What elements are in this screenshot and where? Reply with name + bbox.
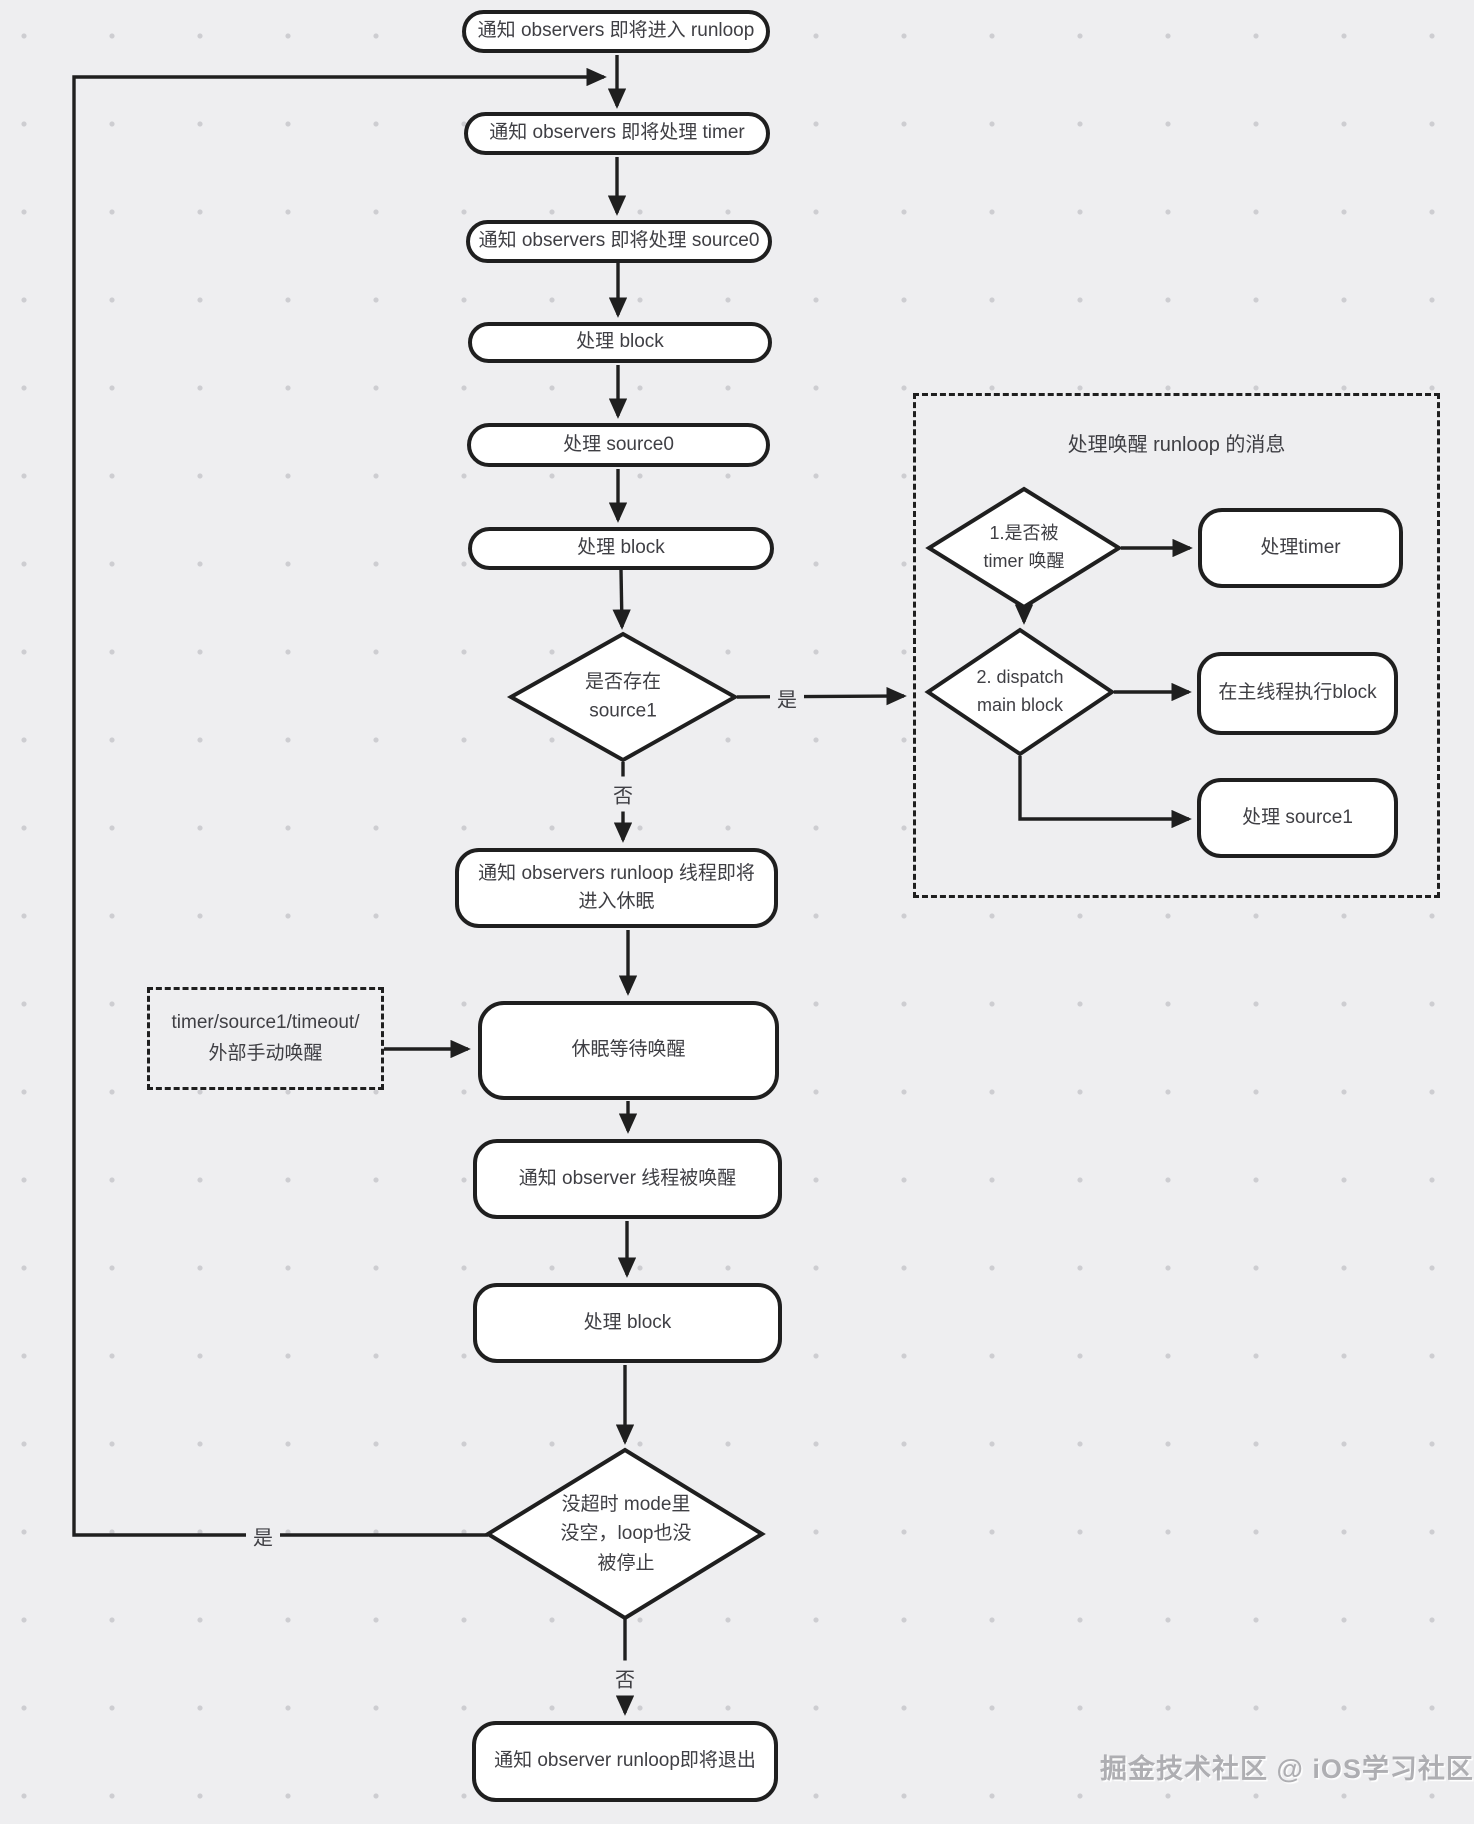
edge-label-loop-yes: 是 <box>246 1518 280 1554</box>
node-notify-thread-woken: 通知 observer 线程被唤醒 <box>473 1139 782 1219</box>
edge-label-source1-yes: 是 <box>770 680 804 716</box>
wake-sources-note: timer/source1/timeout/ 外部手动唤醒 <box>147 987 384 1090</box>
node-handle-block-3: 处理 block <box>473 1283 782 1363</box>
node-sleep-wait-wake: 休眠等待唤醒 <box>478 1001 779 1100</box>
decision-keep-going-label: 没超时 mode里 没空，loop也没 被停止 <box>560 1493 692 1574</box>
decision-has-source1-label: 是否存在 source1 <box>584 671 662 722</box>
edge-label-loop-no: 否 <box>608 1660 642 1696</box>
decision-timer-wake-shape <box>925 486 1123 610</box>
node-notify-before-sources: 通知 observers 即将处理 source0 <box>466 220 772 263</box>
edge-label-source1-no: 否 <box>606 776 640 812</box>
node-handle-source0: 处理 source0 <box>467 423 770 467</box>
edge-block2-to-has-source1 <box>612 569 631 630</box>
node-notify-before-waiting: 通知 observers runloop 线程即将 进入休眠 <box>455 848 778 928</box>
edge-loop-back-yes <box>72 67 607 1537</box>
node-handle-timer: 处理timer <box>1198 508 1403 588</box>
node-notify-before-timers: 通知 observers 即将处理 timer <box>464 112 770 155</box>
watermark-text: 掘金技术社区 @ iOS学习社区 <box>1100 1754 1474 1784</box>
node-main-thread-exec-block: 在主线程执行block <box>1197 652 1398 735</box>
node-handle-block-2: 处理 block <box>468 527 774 570</box>
node-handle-block-1: 处理 block <box>468 322 772 363</box>
decision-dispatch-main-label: 2. dispatch main block <box>976 667 1064 715</box>
decision-timer-wake-label: 1.是否被 timer 唤醒 <box>983 523 1065 571</box>
wake-message-group-title: 处理唤醒 runloop 的消息 <box>1067 434 1286 456</box>
node-notify-enter-runloop: 通知 observers 即将进入 runloop <box>462 10 770 53</box>
decision-dispatch-main-shape <box>924 627 1116 757</box>
node-handle-source1: 处理 source1 <box>1197 778 1398 858</box>
edge-dispatch-main-to-handle-source1 <box>1018 756 1192 829</box>
node-notify-exit-runloop: 通知 observer runloop即将退出 <box>472 1721 778 1802</box>
edge-has-source1-yes <box>736 686 907 706</box>
decision-has-source1-shape <box>506 631 740 763</box>
decision-keep-going-shape <box>484 1447 766 1621</box>
